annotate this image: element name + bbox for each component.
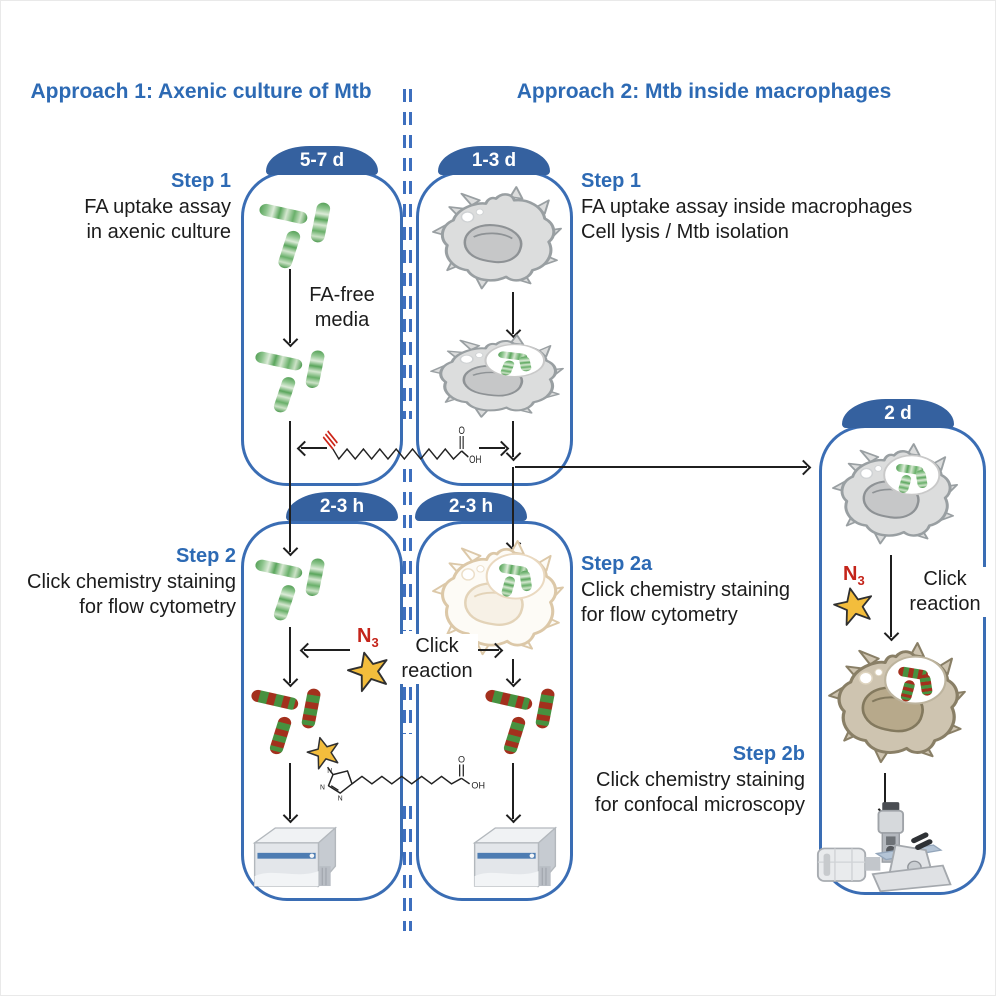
step1-right-line2: Cell lysis / Mtb isolation <box>581 221 789 243</box>
click-reaction-label: Click reaction <box>396 634 478 684</box>
step1-right-title: Step 1 <box>581 170 642 192</box>
step2a-line1: Click chemistry staining <box>581 579 790 601</box>
arrow-right-icon <box>471 649 499 651</box>
arrow-down-icon <box>512 292 514 334</box>
step2b-line2: for confocal microscopy <box>594 794 805 816</box>
step2a-title: Step 2a <box>581 553 653 575</box>
step1-left-title: Step 1 <box>170 170 231 192</box>
macrophage-icon <box>433 187 561 289</box>
fa-free-line1: FA-free <box>309 284 375 306</box>
step1-right-label: Step 1 FA uptake assay inside macrophage… <box>581 169 912 245</box>
step2b-title: Step 2b <box>732 743 805 765</box>
arrow-left-icon <box>304 649 350 651</box>
divider-dashed-line <box>409 469 412 631</box>
triazole-n3-label: N <box>338 795 343 802</box>
step1-left-line1: FA uptake assay <box>84 196 231 218</box>
divider-dashed-line <box>409 89 412 419</box>
mtb-bacteria-icon <box>254 557 326 622</box>
click-line1: Click <box>923 568 967 590</box>
azide-3: 3 <box>371 635 379 650</box>
step2a-label: Step 2a Click chemistry staining for flo… <box>581 552 790 628</box>
badge-5-7d: 5-7 d <box>266 146 378 175</box>
step2-left-title: Step 2 <box>175 545 236 567</box>
carboxyl-o-label: O <box>458 755 465 765</box>
divider-dashed-line <box>409 806 412 931</box>
azide-n: N <box>843 563 858 585</box>
step2a-line2: for flow cytometry <box>581 604 738 626</box>
triazole-fatty-acid-icon: N N N O OH <box>303 732 485 802</box>
azide-n3-label: N3 <box>843 563 865 588</box>
step1-left-line2: in axenic culture <box>86 221 231 243</box>
arrow-right-to-2d-box-icon <box>515 466 807 468</box>
flow-cytometer-icon <box>473 827 557 887</box>
step2-left-line1: Click chemistry staining <box>27 571 236 593</box>
step1-left-label: Step 1 FA uptake assay in axenic culture <box>1 169 231 245</box>
divider-dashed-line <box>403 806 406 931</box>
arrow-down-icon <box>289 421 291 552</box>
triazole-n1-label: N <box>327 768 332 775</box>
triazole-n2-label: N <box>320 784 325 791</box>
divider-dashed-line <box>403 89 406 419</box>
carboxyl-oh-label: OH <box>471 780 485 790</box>
mtb-bacteria-icon <box>254 349 326 414</box>
arrow-down-icon <box>512 421 514 457</box>
divider-dashed-line <box>403 469 406 631</box>
confocal-microscope-icon <box>816 801 952 893</box>
step2b-label: Step 2b Click chemistry staining for con… <box>505 742 805 818</box>
click-line2: reaction <box>401 660 473 682</box>
stained-macrophage-icon <box>829 643 965 763</box>
approach1-title: Approach 1: Axenic culture of Mtb <box>30 80 372 103</box>
arrow-right-icon <box>479 447 505 449</box>
step2b-line1: Click chemistry staining <box>596 769 805 791</box>
azide-star-icon <box>830 583 877 628</box>
vessel-a1-step2 <box>241 521 403 901</box>
approach2-title: Approach 2: Mtb inside macrophages <box>516 80 892 103</box>
step1-right-line1: FA uptake assay inside macrophages <box>581 196 913 218</box>
badge-2d: 2 d <box>842 399 954 428</box>
divider-dashed-line <box>409 687 412 734</box>
arrow-down-icon <box>512 467 514 547</box>
arrow-down-icon <box>289 763 291 819</box>
arrow-down-icon <box>289 627 291 683</box>
click-line1: Click <box>415 635 459 657</box>
step2-left-label: Step 2 Click chemistry staining for flow… <box>1 544 236 620</box>
arrow-down-icon <box>512 763 514 819</box>
fa-free-media-label: FA-free media <box>304 283 380 333</box>
flow-cytometer-icon <box>253 827 337 887</box>
click-line2: reaction <box>909 593 981 615</box>
arrow-down-icon <box>884 773 886 813</box>
arrow-left-icon <box>301 447 327 449</box>
carboxyl-oh-label: OH <box>469 454 481 466</box>
fa-free-line2: media <box>314 309 370 331</box>
click-reaction-label: Click reaction <box>904 567 986 617</box>
badge-2-3h-right: 2-3 h <box>415 492 527 521</box>
badge-1-3d: 1-3 d <box>438 146 550 175</box>
infected-macrophage-icon <box>832 444 958 544</box>
badge-2-3h-left: 2-3 h <box>286 492 398 521</box>
arrow-down-icon <box>890 555 892 637</box>
infected-macrophage-icon <box>431 335 563 417</box>
carboxyl-o-label: O <box>458 425 465 437</box>
azide-n3-label: N3 <box>357 625 379 650</box>
arrow-down-icon <box>512 659 514 683</box>
mtb-bacteria-icon <box>258 201 332 270</box>
stained-bacteria-icon <box>484 687 556 756</box>
arrow-down-icon <box>289 269 291 343</box>
divider-dashed-line <box>403 687 406 734</box>
azide-3: 3 <box>857 573 865 588</box>
alkyne-fatty-acid-icon: O OH <box>322 425 481 466</box>
azide-n: N <box>357 625 372 647</box>
step2-left-line2: for flow cytometry <box>79 596 236 618</box>
